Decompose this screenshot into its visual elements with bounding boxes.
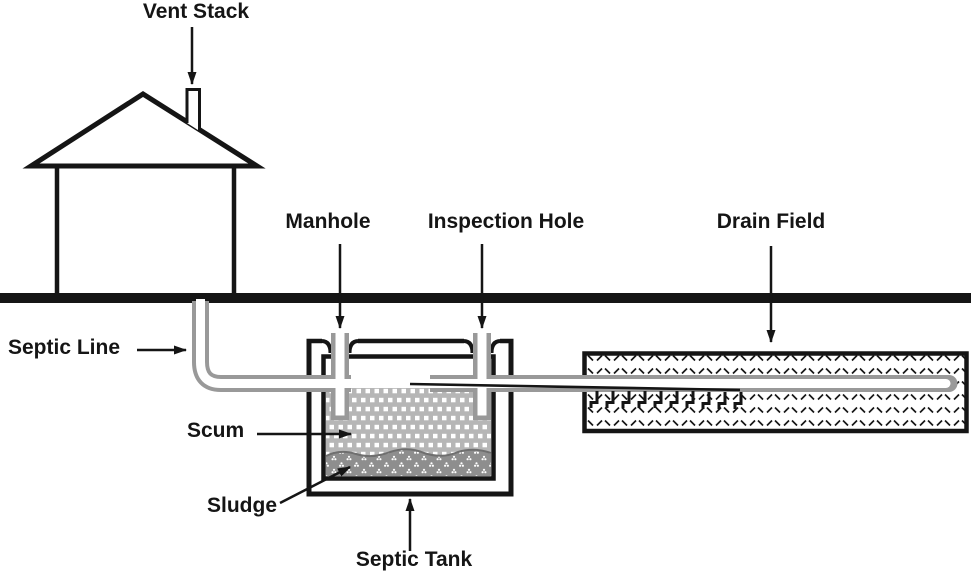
distribution-line bbox=[409, 382, 741, 392]
tank-opening-collars bbox=[321, 339, 501, 354]
outlet-pipe-bore-end bbox=[941, 379, 951, 388]
drain-field-label: Drain Field bbox=[716, 210, 826, 233]
sludge-surface-line bbox=[325, 448, 492, 458]
callout-arrows bbox=[137, 27, 776, 551]
tank-inner-wall bbox=[321, 354, 496, 481]
ground-line bbox=[0, 293, 971, 303]
scum-label: Scum bbox=[187, 419, 245, 442]
septic-line-bore bbox=[196, 299, 351, 388]
vent-stack-label: Vent Stack bbox=[142, 0, 250, 23]
scum-layer bbox=[326, 388, 491, 456]
house-roof bbox=[22, 91, 266, 169]
tank-outer-wall bbox=[306, 341, 514, 497]
sludge-layer bbox=[326, 449, 491, 476]
manhole-label: Manhole bbox=[285, 210, 371, 233]
sludge-arrow bbox=[279, 465, 351, 505]
drain-field-area bbox=[582, 351, 969, 434]
vent-stack-pipe bbox=[185, 88, 201, 131]
septic-tank-structure bbox=[306, 338, 514, 497]
septic-tank-label: Septic Tank bbox=[355, 548, 473, 571]
pipes-bore bbox=[196, 299, 951, 416]
house bbox=[22, 88, 266, 296]
inspection-hole-label: Inspection Hole bbox=[427, 210, 585, 233]
perforation-drops bbox=[589, 391, 743, 409]
septic-line-label: Septic Line bbox=[8, 336, 121, 359]
sludge-label: Sludge bbox=[207, 494, 278, 517]
vent-stack-fill bbox=[187, 90, 200, 131]
manhole-pipe-bore bbox=[335, 331, 345, 416]
inspection-hole-pipe-bore bbox=[477, 331, 487, 416]
